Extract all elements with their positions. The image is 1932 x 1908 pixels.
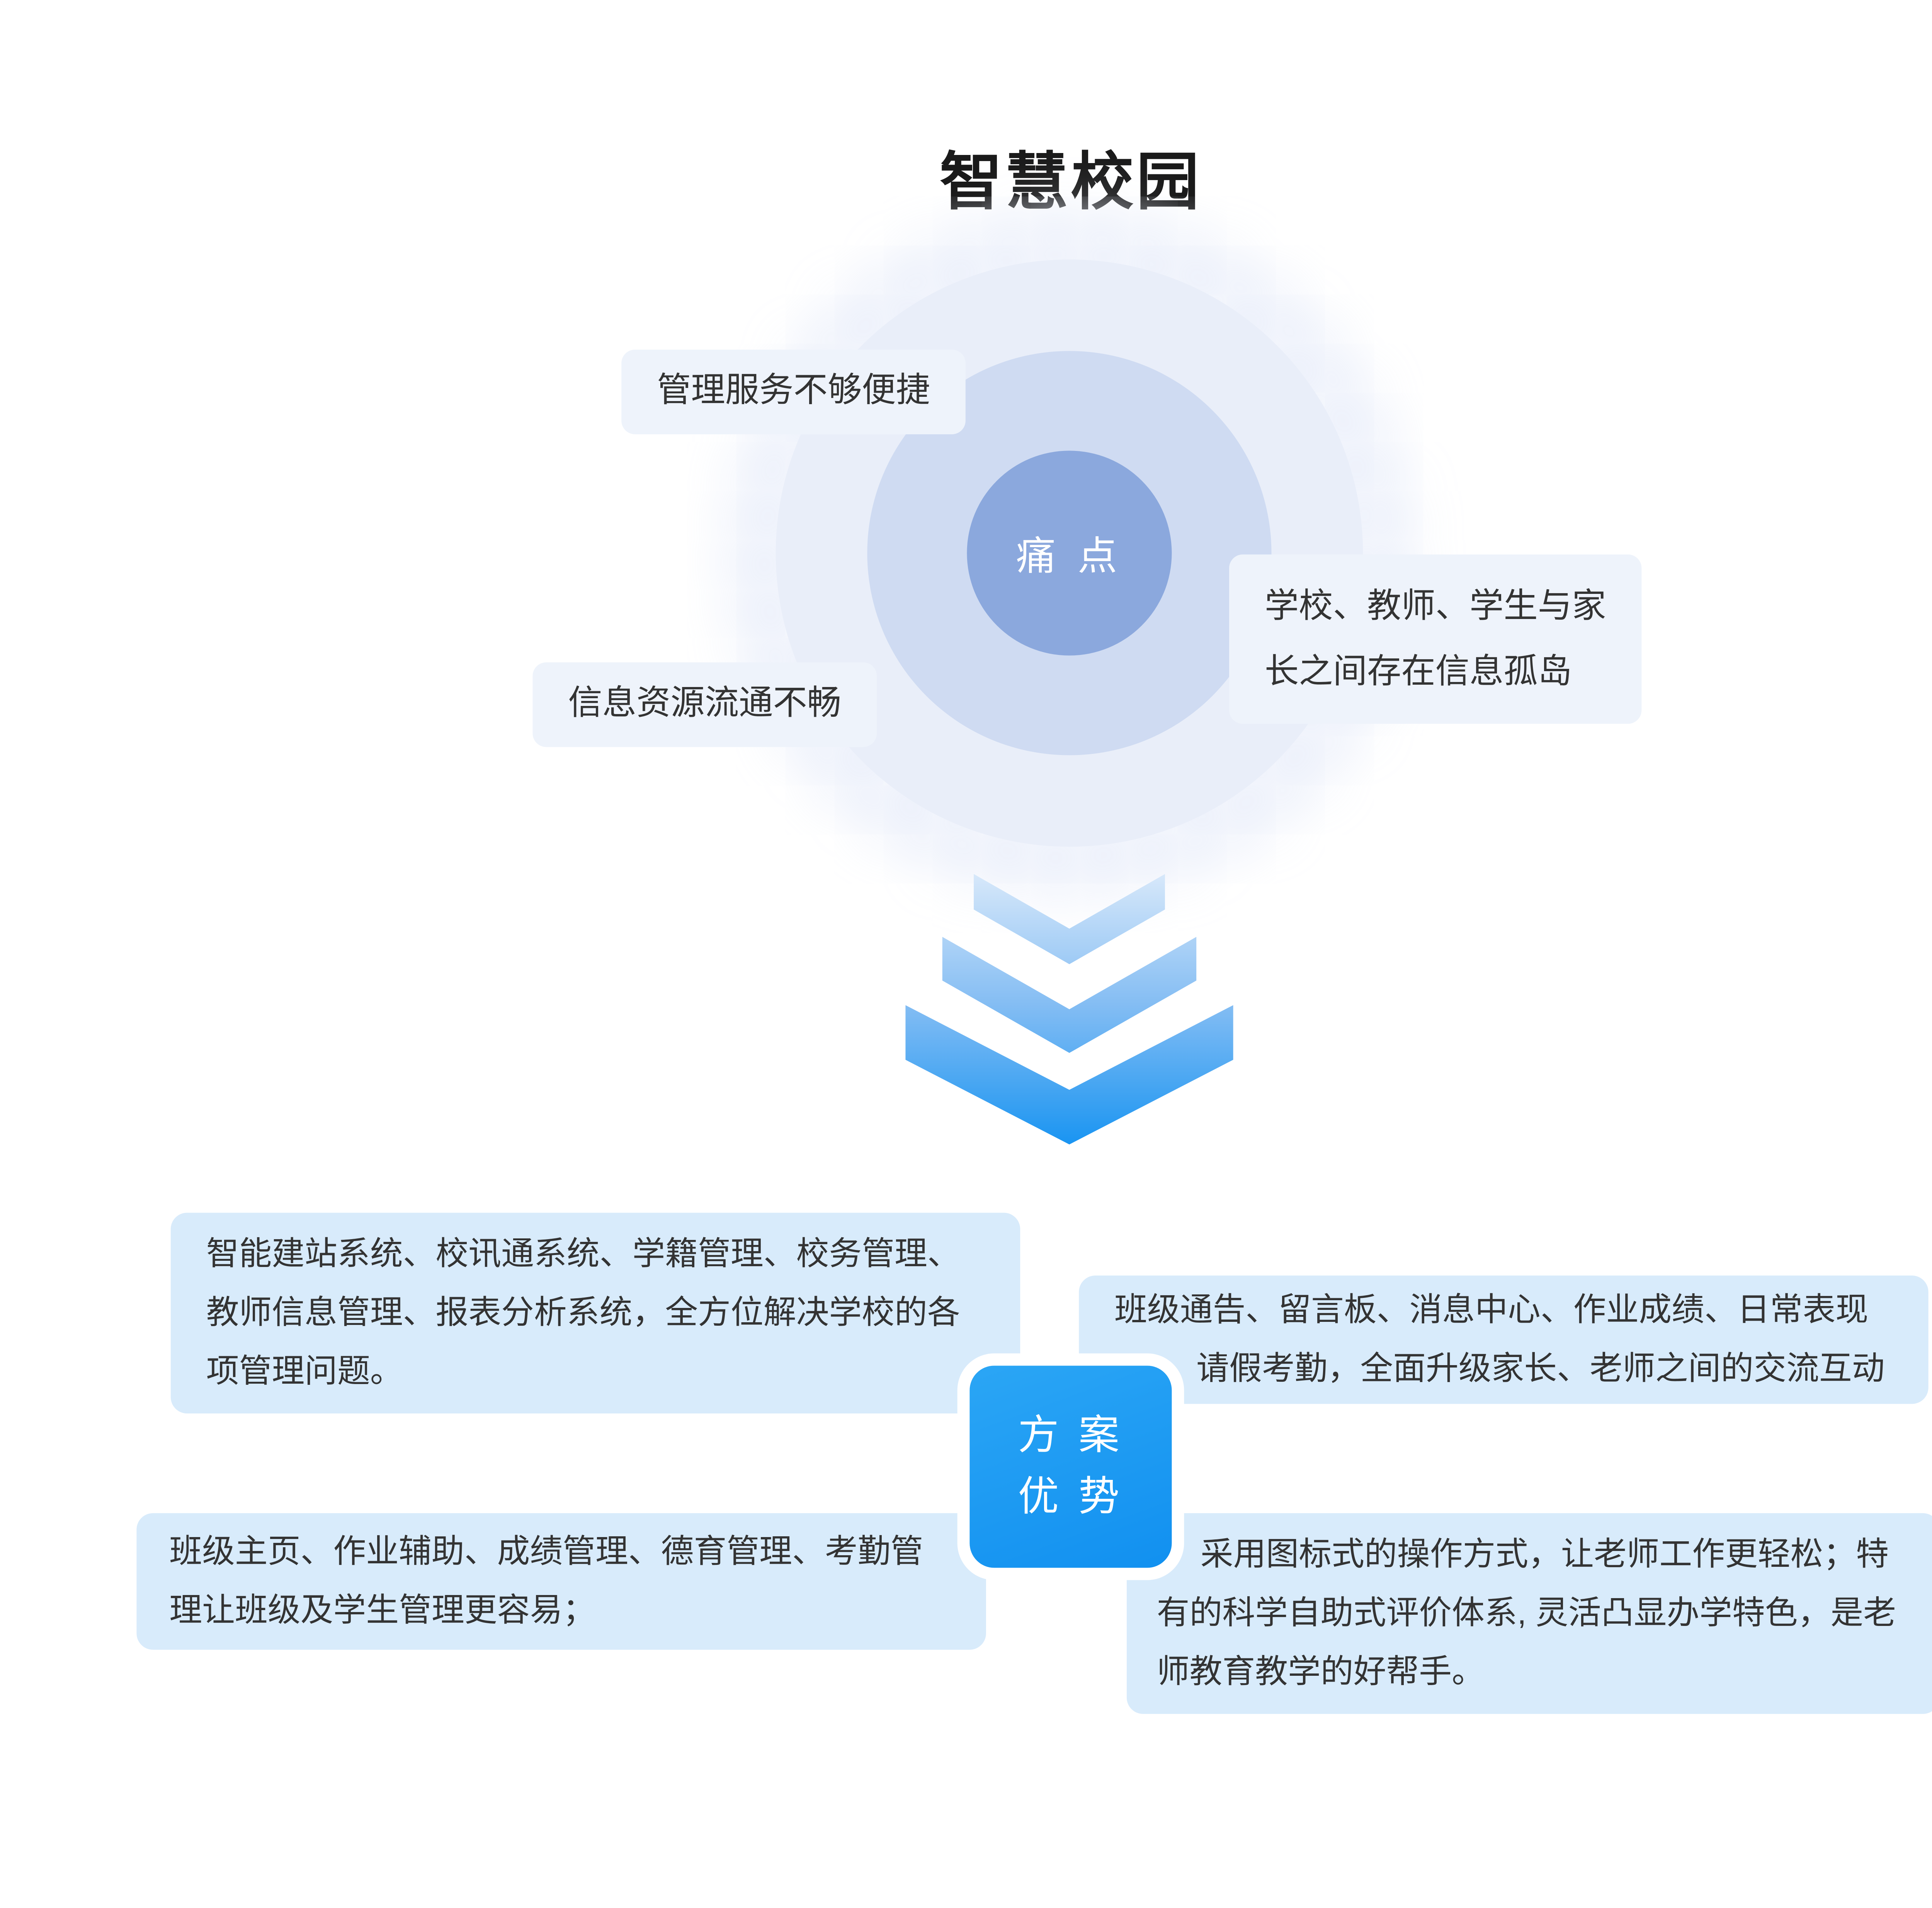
- chevron-small: [974, 874, 1165, 964]
- page-title: 智慧校园: [939, 146, 1202, 217]
- pain-middle-ring: 痛 点: [867, 351, 1272, 755]
- solution-advantages-badge: 方 案 优 势: [969, 1366, 1172, 1568]
- solution-box-school-management: 智能建站系统、校讯通系统、学籍管理、校务管理、 教师信息管理、报表分析系统，全方…: [170, 1212, 1020, 1414]
- solution-box-class-student-management: 班级主页、作业辅助、成绩管理、德育管理、考勤管 理让班级及学生管理更容易；: [136, 1513, 986, 1650]
- pain-outer-ring: 痛 点: [776, 259, 1363, 847]
- solution-box-home-school-communication: 班级通告、留言板、消息中心、作业成绩、日常表现 请假考勤，全面升级家长、老师之间…: [1079, 1275, 1929, 1404]
- chevron-large: [905, 1005, 1233, 1144]
- pain-callout-information-flow: 信息资源流通不畅: [532, 662, 877, 747]
- chevron-medium: [942, 937, 1197, 1053]
- pain-center-label: 痛 点: [1016, 535, 1123, 579]
- down-chevron-arrow-icon: [905, 874, 1233, 1144]
- pain-center-circle: 痛 点: [967, 451, 1172, 656]
- solution-box-teacher-tools: 采用图标式的操作方式，让老师工作更轻松；特 有的科学自助式评价体系, 灵活凸显办…: [1126, 1513, 1932, 1714]
- pain-callout-management-service: 管理服务不够便捷: [621, 349, 966, 434]
- pain-callout-information-island: 学校、教师、学生与家 长之间存在信息孤岛: [1229, 554, 1642, 724]
